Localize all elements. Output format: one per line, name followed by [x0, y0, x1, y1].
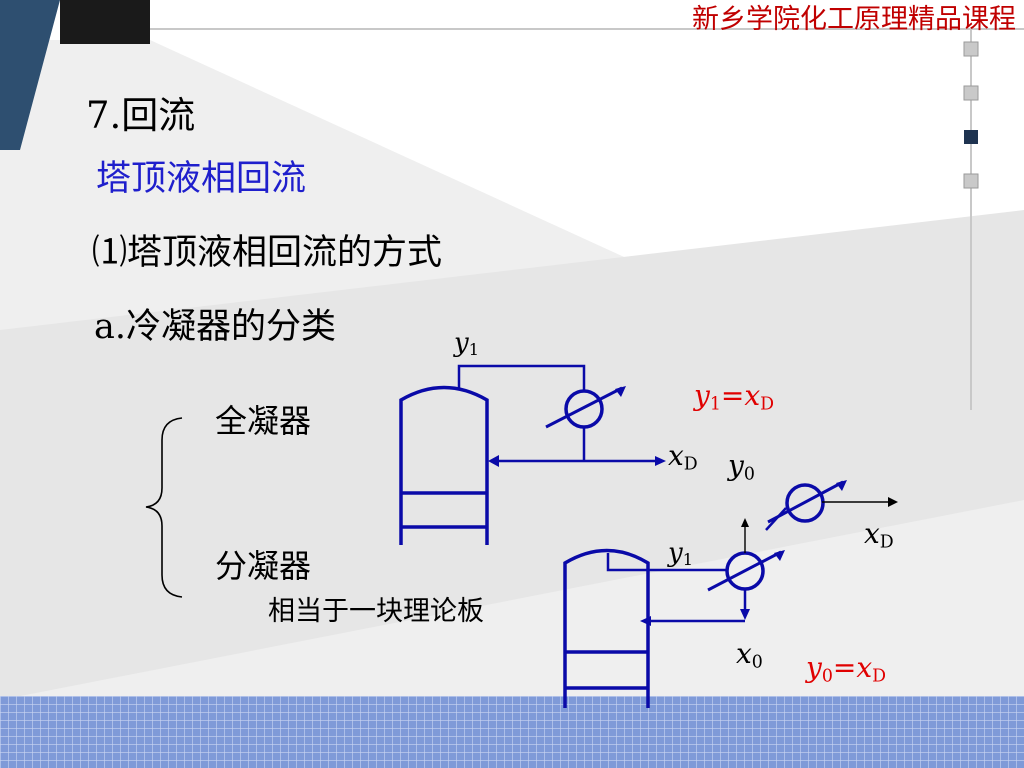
condenser-arrow — [707, 550, 782, 592]
partial-condenser-label: 分凝器 — [215, 547, 312, 585]
point-a: a.冷凝器的分类 — [94, 307, 336, 347]
vapor-link — [765, 507, 787, 531]
partial-condenser-note: 相当于一块理论板 — [268, 596, 484, 627]
point-1: ⑴塔顶液相回流的方式 — [92, 233, 443, 273]
slide-heading: 7.回流 — [86, 94, 196, 137]
label-y0: y0 — [728, 449, 755, 485]
equation-y1-xD: y1=xD — [694, 379, 775, 415]
equation-y0-xD: y0=xD — [806, 651, 887, 687]
total-condenser-diagram — [399, 364, 660, 545]
label-xD-right: xD — [864, 517, 894, 553]
grid-band — [0, 696, 1024, 768]
label-y1-bottom: y1 — [668, 538, 693, 570]
brace-icon — [145, 417, 183, 598]
label-x0: x0 — [736, 637, 763, 673]
course-banner: 新乡学院化工原理精品课程 — [692, 4, 1016, 35]
slide-subtitle: 塔顶液相回流 — [96, 159, 307, 199]
label-xD-top: xD — [668, 439, 698, 475]
condenser-arrow — [545, 386, 623, 429]
total-condenser-label: 全凝器 — [215, 402, 312, 440]
second-condenser-icon — [785, 483, 825, 523]
label-y1-top: y1 — [454, 328, 479, 360]
column-body — [399, 385, 489, 545]
partial-condenser-diagram — [563, 480, 844, 708]
vapor-pipe — [457, 364, 586, 391]
vapor-pipe — [606, 553, 726, 572]
side-decoration-squares — [963, 41, 979, 189]
column-body — [563, 548, 650, 708]
